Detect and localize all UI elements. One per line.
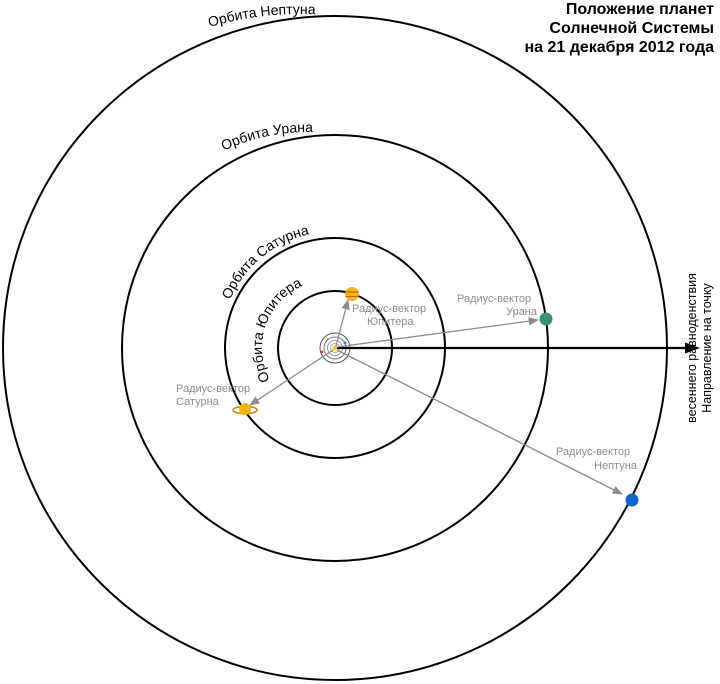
label-vector-neptune-2: Нептуна (594, 460, 638, 472)
axis-label: Направление на точку весеннего равноденс… (685, 273, 714, 423)
vector-saturn (249, 349, 334, 406)
jupiter (345, 287, 359, 301)
axis-arrowhead (685, 342, 700, 354)
sun (332, 345, 338, 351)
earth (343, 341, 347, 345)
label-vector-uranus-1: Радиус-вектор (457, 293, 531, 305)
neptune (625, 493, 639, 507)
diagram-title: Положение планет Солнечной Системы на 21… (414, 0, 714, 57)
vector-neptune (336, 349, 623, 495)
saturn (232, 403, 258, 415)
label-orbit-uranus: Орбита Урана (219, 119, 314, 153)
label-orbit-neptune: Орбита Нептуна (206, 1, 316, 30)
label-vector-neptune-1: Радиус-вектор (556, 446, 630, 458)
axis-label-line-2: весеннего равноденствия (685, 273, 699, 423)
label-vector-jupiter-1: Радиус-вектор (352, 303, 426, 315)
label-orbit-jupiter: Орбита Юпитера (249, 274, 304, 385)
vector-uranus (336, 317, 540, 348)
label-vector-saturn-1: Радиус-вектор (176, 383, 250, 395)
title-line-3: на 21 декабря 2012 года (524, 39, 714, 56)
uranus (539, 312, 553, 326)
mars (320, 350, 324, 354)
label-vector-jupiter-2: Юпитера (367, 316, 414, 328)
label-vector-saturn-2: Сатурна (176, 396, 220, 408)
title-line-1: Положение планет (565, 1, 714, 18)
vector-jupiter (335, 298, 350, 347)
title-line-2: Солнечной Системы (549, 20, 714, 37)
axis-label-line-1: Направление на точку (700, 282, 714, 412)
label-vector-uranus-2: Урана (506, 306, 538, 318)
